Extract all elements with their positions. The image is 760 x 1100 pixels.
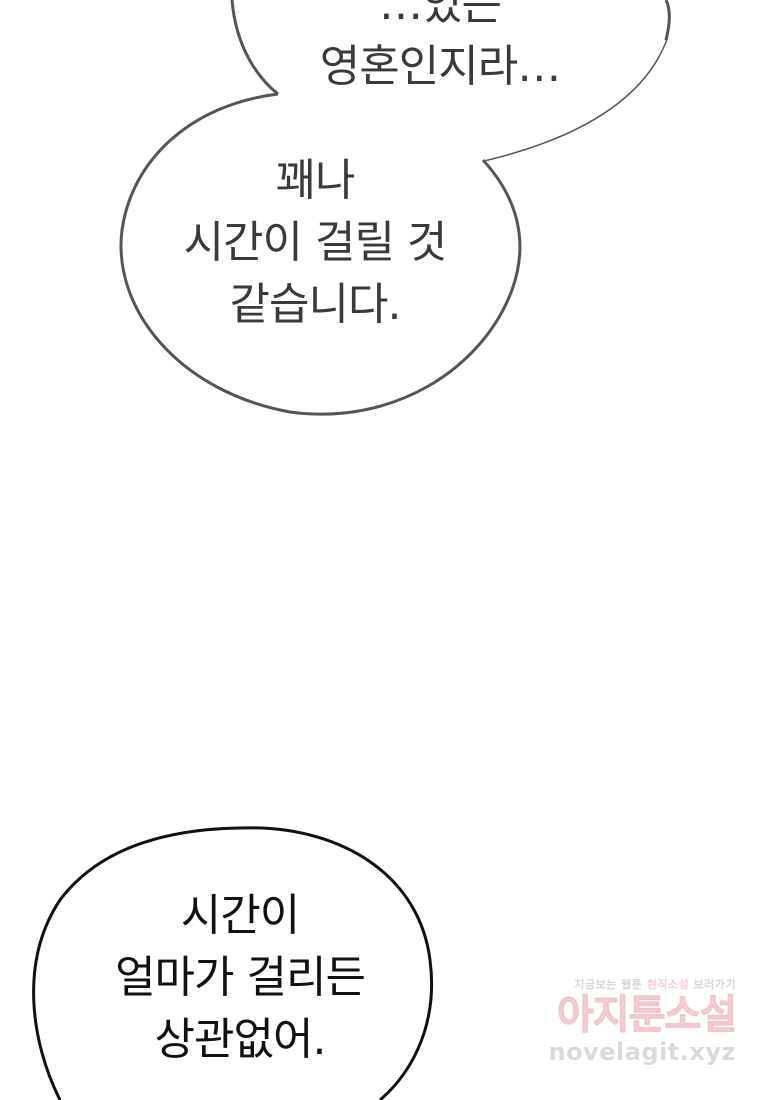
bubble-bottom-line-3: 상관없어. xyxy=(154,1014,327,1065)
speech-bubble-middle-outline xyxy=(119,92,522,416)
bubble-middle-line-2: 시간이 걸릴 것 xyxy=(183,217,448,268)
watermark-url: novelagit.xyz xyxy=(548,1038,736,1066)
speech-bubble-bottom xyxy=(32,826,434,1100)
bubble-top-text: …있는 영혼인지라… xyxy=(290,0,590,98)
watermark-tagline: 지금보는 웹툰 현직소설 보러가기 xyxy=(521,976,736,992)
bubble-middle-line-1: 꽤나 xyxy=(275,155,356,206)
watermark-tagline-accent: 현직소설 xyxy=(646,978,690,991)
watermark-tagline-right: 보러가기 xyxy=(693,978,736,991)
site-watermark: 지금보는 웹툰 현직소설 보러가기 아지툰소설 novelagit.xyz xyxy=(521,976,738,1066)
bubble-bottom-line-2: 얼마가 걸리든 xyxy=(115,952,366,1003)
bubble-bottom-text: 시간이 얼마가 걸리든 상관없어. xyxy=(90,885,390,1071)
bubble-middle-line-3: 같습니다. xyxy=(229,279,402,330)
bubble-top-line-1: …있는 xyxy=(379,0,502,30)
bubble-middle-text: 꽤나 시간이 걸릴 것 같습니다. xyxy=(160,150,470,336)
speech-bubble-middle xyxy=(121,40,667,413)
bubble-bottom-line-1: 시간이 xyxy=(180,890,300,941)
watermark-brand: 아지툰소설 xyxy=(557,992,738,1039)
bubble-top-line-2: 영혼인지라… xyxy=(319,41,561,92)
watermark-tagline-left: 지금보는 웹툰 xyxy=(574,978,643,991)
